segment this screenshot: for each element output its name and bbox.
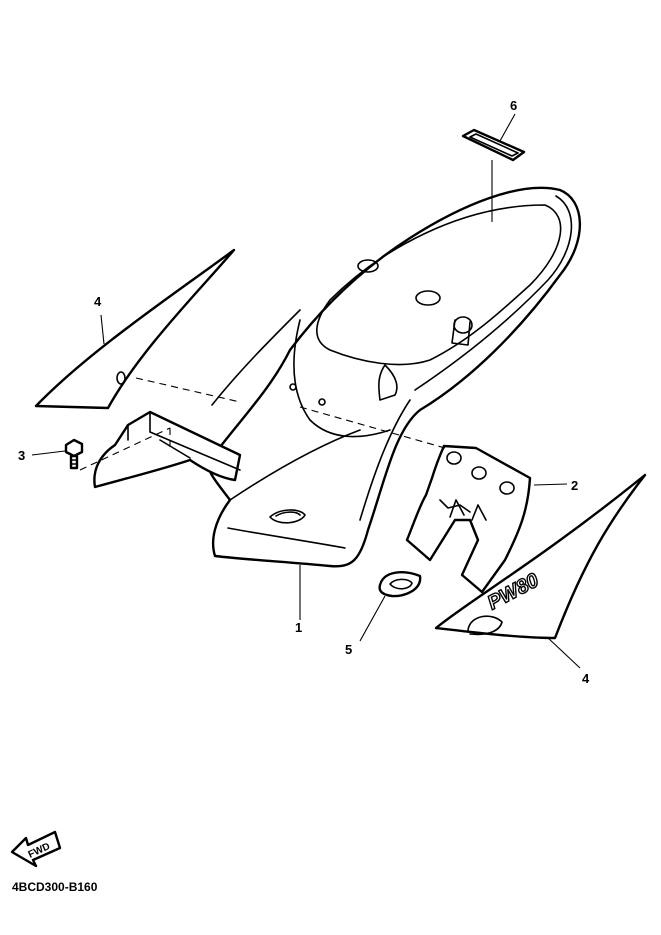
assembly-line-left-graphic xyxy=(135,377,241,403)
callout-bolt: 3 xyxy=(18,448,25,463)
leader-lines xyxy=(31,113,581,669)
fender-front-bracket xyxy=(93,410,242,489)
callout-graphic-left: 4 xyxy=(94,294,102,309)
callout-graphic-right: 4 xyxy=(582,671,590,686)
callout-grommet: 5 xyxy=(345,642,352,657)
bolt xyxy=(64,438,84,470)
side-graphic-right: PW80 xyxy=(434,473,647,640)
callout-bracket: 2 xyxy=(571,478,578,493)
rear-fender xyxy=(207,186,582,568)
forward-arrow-icon: FWD xyxy=(10,830,62,868)
bracket-plate xyxy=(405,444,532,594)
callout-rear-fender: 1 xyxy=(295,620,302,635)
assembly-line-bracket xyxy=(299,406,446,449)
diagram-code: 4BCD300-B160 xyxy=(12,880,98,894)
grommet xyxy=(378,571,422,598)
emblem-sticker xyxy=(461,128,526,162)
assembly-line-bolt xyxy=(79,427,171,471)
callout-emblem: 6 xyxy=(510,98,517,113)
side-graphic-left xyxy=(34,248,236,410)
